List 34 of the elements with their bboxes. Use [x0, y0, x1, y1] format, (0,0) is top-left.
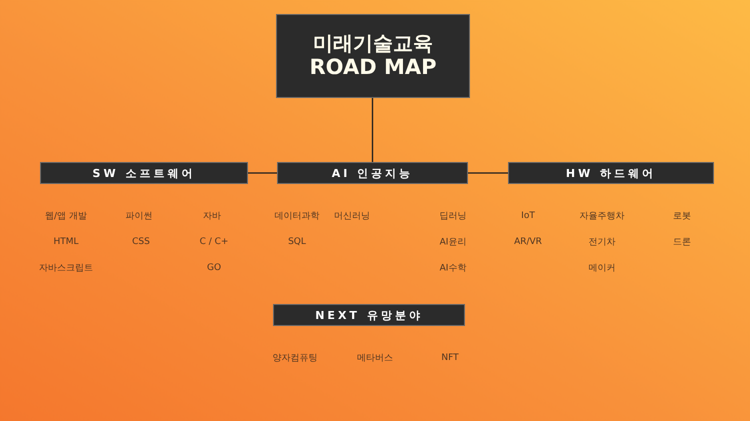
connector-line	[468, 172, 508, 174]
topic-label: 메이커	[588, 262, 616, 274]
topic-label: AI수학	[440, 262, 466, 274]
topic-label: IoT	[521, 211, 535, 221]
section-header: SW 소프트웨어	[40, 162, 248, 184]
topic-label: HTML	[53, 237, 79, 247]
topic-label: C / C+	[200, 237, 228, 247]
topic-label: 자바	[203, 210, 221, 222]
topic-label: 딥러닝	[440, 210, 466, 222]
section-header: NEXT 유망분야	[273, 304, 465, 326]
section-header: HW 하드웨어	[508, 162, 714, 184]
topic-label: CSS	[132, 237, 150, 247]
title-box	[276, 14, 470, 98]
topic-label: 웹/앱 개발	[45, 210, 87, 222]
topic-label: 전기차	[588, 236, 616, 248]
topic-label: 양자컴퓨팅	[272, 352, 318, 364]
topic-label: 자율주행차	[580, 210, 624, 222]
topic-label: 데이터과학	[274, 210, 320, 222]
topic-label: GO	[206, 263, 222, 273]
topic-label: 드론	[673, 236, 691, 248]
topic-label: 파이썬	[126, 210, 152, 222]
title-text: 미래기술교육	[313, 32, 433, 56]
topic-label: SQL	[288, 237, 306, 247]
topic-label: AR/VR	[514, 237, 542, 247]
topic-label: 자바스크립트	[39, 262, 93, 274]
topic-label: 머신러닝	[334, 210, 370, 222]
topic-label: NFT	[441, 353, 459, 363]
title-text: ROAD MAP	[310, 55, 436, 80]
section-header: AI 인공지능	[277, 162, 468, 184]
topic-label: 로봇	[673, 210, 691, 222]
connector-line	[372, 98, 374, 162]
topic-label: 메타버스	[357, 352, 393, 364]
connector-line	[248, 172, 277, 174]
topic-label: AI윤리	[440, 236, 466, 248]
